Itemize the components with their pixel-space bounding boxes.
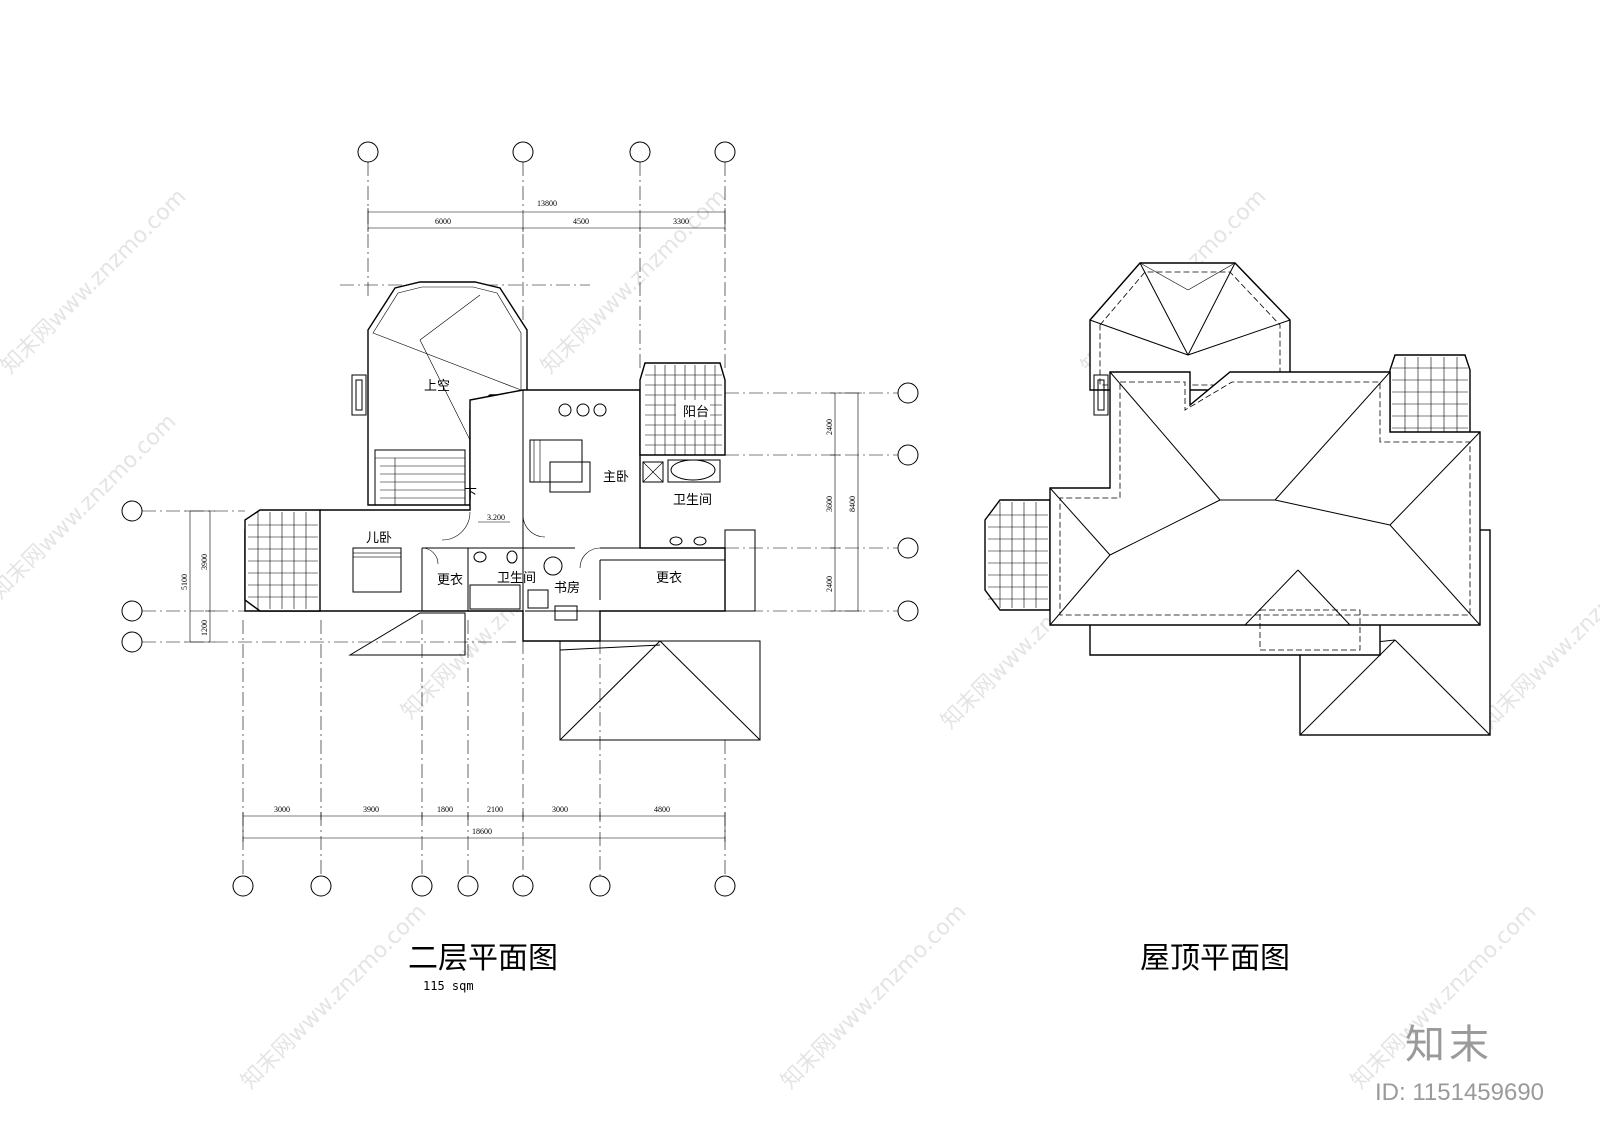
room-kids-bed-label: 儿卧 xyxy=(366,531,392,546)
roof-plan: 屋顶平面图 xyxy=(984,262,1491,976)
dim-top-2: 4500 xyxy=(573,217,589,226)
desk-icon xyxy=(554,605,578,621)
dim-total-top: 13800 xyxy=(537,199,557,208)
room-balcony-label: 阳台 xyxy=(683,405,709,420)
bottom-dimensions: 3000 3900 1800 2100 3000 4800 18600 xyxy=(242,805,726,842)
axis-bubble xyxy=(897,537,919,559)
watermark: 知末网www.znzmo.com xyxy=(537,184,732,379)
dim-right-3: 2400 xyxy=(825,576,834,592)
roof-dashed-outline xyxy=(1259,609,1361,651)
lower-roofs xyxy=(348,529,761,741)
watermark: 知末网www.znzmo.com xyxy=(1477,539,1600,734)
dim-top-3: 3300 xyxy=(673,217,689,226)
dim-bottom-2: 3900 xyxy=(363,805,379,814)
dim-left-3: 1200 xyxy=(200,620,209,636)
axis-bubble xyxy=(121,631,143,653)
dim-bottom-6: 4800 xyxy=(654,805,670,814)
basin-icon xyxy=(473,551,487,563)
dim-top-1: 6000 xyxy=(435,217,451,226)
plan-area: 115 sqm xyxy=(423,979,474,993)
dim-left-2: 3900 xyxy=(200,554,209,570)
watermark: 知末网www.znzmo.com xyxy=(237,899,432,1094)
brand: 知末 ID: 1151459690 xyxy=(1375,1022,1544,1106)
axis-bubble xyxy=(714,141,736,163)
axis-bubble xyxy=(897,382,919,404)
watermark: 知末网www.znzmo.com xyxy=(0,409,181,604)
floor-level-label: 3.200 xyxy=(487,513,505,522)
chair-icon xyxy=(558,403,572,417)
roof-plan-title: 屋顶平面图 xyxy=(1140,941,1290,976)
window-icon xyxy=(1093,374,1109,416)
axis-bubbles-bottom xyxy=(232,875,736,897)
axis-bubble xyxy=(121,500,143,522)
brand-logo: 知末 xyxy=(1405,1022,1493,1068)
dim-total-bottom: 18600 xyxy=(472,827,492,836)
study-chair-icon xyxy=(543,556,563,576)
kids-bed-icon xyxy=(352,547,402,593)
toilet-icon xyxy=(506,550,518,564)
dim-right-1: 2400 xyxy=(825,419,834,435)
axis-bubble xyxy=(589,875,611,897)
tower-bay xyxy=(351,281,528,506)
sink-icon xyxy=(669,536,683,546)
dim-left-1: 5100 xyxy=(180,574,189,590)
axis-bubbles-left xyxy=(121,500,143,653)
roof-tower xyxy=(1089,262,1291,416)
room-closet-2-label: 更衣 xyxy=(656,570,682,586)
chair-icon xyxy=(593,403,607,417)
window-icon xyxy=(351,374,367,416)
left-dimensions: 5100 3900 1200 xyxy=(180,510,215,643)
tub-icon xyxy=(469,584,521,610)
axis-bubbles-top xyxy=(357,141,736,163)
axis-bubble xyxy=(897,600,919,622)
axis-bubble xyxy=(512,141,534,163)
room-closet-1-label: 更衣 xyxy=(437,572,463,588)
room-labels: 上空 主卧 阳台 卫生间 儿卧 更衣 卫生间 书房 更衣 下 3.200 xyxy=(366,379,712,596)
dim-bottom-1: 3000 xyxy=(274,805,290,814)
room-bath-master-label: 卫生间 xyxy=(673,493,712,508)
stair-down-label: 下 xyxy=(464,487,477,502)
roof-main xyxy=(1049,371,1481,626)
balcony xyxy=(639,362,726,456)
furniture xyxy=(352,403,721,621)
bathtub-icon xyxy=(670,459,716,481)
dim-right-total: 8400 xyxy=(848,496,857,512)
chair-icon xyxy=(576,403,590,417)
master-bed-icon xyxy=(529,439,583,483)
axis-bubble xyxy=(121,600,143,622)
axis-bubble xyxy=(232,875,254,897)
axis-bubble xyxy=(897,444,919,466)
axis-bubble xyxy=(629,141,651,163)
second-floor-plan: 13800 6000 4500 3300 3000 3900 1800 2100… xyxy=(121,141,919,993)
dim-bottom-5: 3000 xyxy=(552,805,568,814)
watermark: 知末网www.znzmo.com xyxy=(0,184,191,379)
room-study-label: 书房 xyxy=(554,580,580,596)
left-balcony xyxy=(244,509,321,612)
top-dimensions: 13800 6000 4500 3300 xyxy=(367,199,726,232)
room-void-label: 上空 xyxy=(424,379,450,394)
dim-bottom-3: 1800 xyxy=(437,805,453,814)
axis-bubble xyxy=(457,875,479,897)
roof-terrace-left xyxy=(984,499,1051,611)
axis-bubbles-right xyxy=(897,382,919,622)
axis-bubble xyxy=(714,875,736,897)
shower-icon xyxy=(642,461,664,483)
axis-bubble xyxy=(411,875,433,897)
room-bath-2-label: 卫生间 xyxy=(497,571,536,586)
sink-icon xyxy=(693,536,707,546)
room-master-bed-label: 主卧 xyxy=(603,470,629,485)
brand-id: ID: 1151459690 xyxy=(1375,1079,1544,1106)
axis-bubble xyxy=(310,875,332,897)
axis-bubble xyxy=(512,875,534,897)
dim-bottom-4: 2100 xyxy=(487,805,503,814)
axis-bubble xyxy=(357,141,379,163)
dim-right-2: 3600 xyxy=(825,496,834,512)
right-dimensions: 2400 3600 2400 8400 xyxy=(825,392,862,612)
watermark: 知末网www.znzmo.com xyxy=(777,899,972,1094)
plan-title: 二层平面图 xyxy=(408,941,558,976)
roof-terrace-right xyxy=(1389,354,1471,441)
